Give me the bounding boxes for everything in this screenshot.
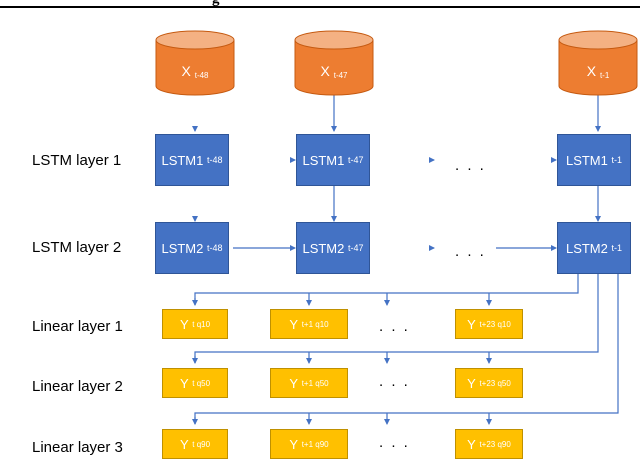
linear1-output-t23: Y t+23 q10 (455, 309, 523, 339)
clipped-title: g (212, 0, 220, 8)
bus-linear3 (194, 262, 619, 424)
lstm1-ellipsis: . . . (455, 157, 486, 174)
lstm2-cell-t47: LSTM2 t-47 (296, 222, 370, 274)
input-label-t1: X t-1 (586, 63, 610, 80)
input-label-t48: X t-48 (181, 63, 209, 80)
linear3-output-t: Y t q90 (162, 429, 228, 459)
lstm1-cell-t47: LSTM1 t-47 (296, 134, 370, 186)
input-cylinder-t1 (558, 30, 638, 96)
row-label-lstm2: LSTM layer 2 (32, 239, 122, 256)
input-label-t47: X t-47 (320, 63, 348, 80)
linear2-output-t23: Y t+23 q50 (455, 368, 523, 398)
lstm2-cell-t1: LSTM2 t-1 (557, 222, 631, 274)
linear2-output-t: Y t q50 (162, 368, 228, 398)
lstm2-cell-t48: LSTM2 t-48 (155, 222, 229, 274)
lstm2-ellipsis: . . . (455, 243, 486, 260)
linear3-output-t1: Y t+1 q90 (270, 429, 348, 459)
top-rule (0, 0, 640, 8)
row-label-linear2: Linear layer 2 (32, 378, 123, 395)
lstm1-cell-t48: LSTM1 t-48 (155, 134, 229, 186)
input-cylinder-t47 (294, 30, 374, 96)
input-cylinder-t48 (155, 30, 235, 96)
linear2-output-t1: Y t+1 q50 (270, 368, 348, 398)
row-label-linear1: Linear layer 1 (32, 318, 123, 335)
linear1-output-t1: Y t+1 q10 (270, 309, 348, 339)
row-label-lstm1: LSTM layer 1 (32, 152, 122, 169)
linear1-output-t: Y t q10 (162, 309, 228, 339)
linear3-ellipsis: . . . (379, 434, 410, 451)
lstm1-cell-t1: LSTM1 t-1 (557, 134, 631, 186)
linear1-ellipsis: . . . (379, 318, 410, 335)
linear2-ellipsis: . . . (379, 373, 410, 390)
row-label-linear3: Linear layer 3 (32, 439, 123, 456)
linear3-output-t23: Y t+23 q90 (455, 429, 523, 459)
